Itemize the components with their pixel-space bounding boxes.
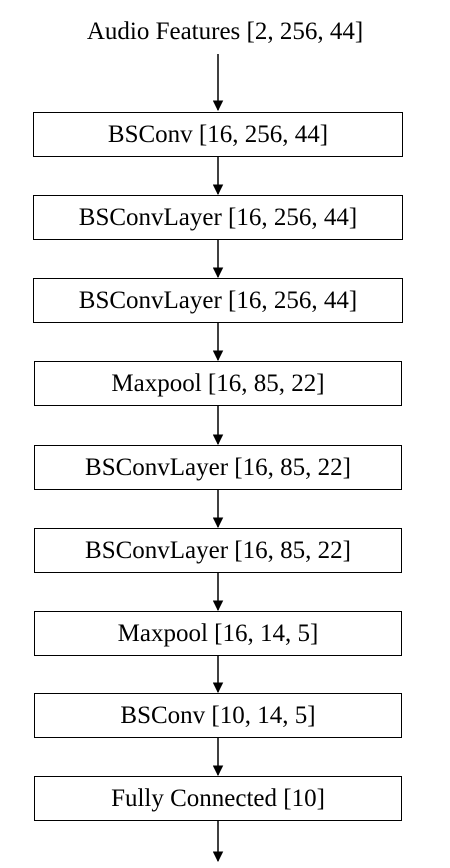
block-label: Maxpool [16, 85, 22] (111, 369, 325, 397)
block-label: BSConvLayer [16, 85, 22] (85, 453, 351, 481)
block-label: Fully Connected [10] (111, 784, 325, 812)
block-bsconvlayer-1: BSConvLayer [16, 256, 44] (33, 195, 403, 240)
block-bsconvlayer-4: BSConvLayer [16, 85, 22] (34, 528, 402, 573)
input-label: Audio Features [2, 256, 44] (86, 18, 364, 45)
block-bsconvlayer-3: BSConvLayer [16, 85, 22] (34, 445, 402, 490)
block-label: BSConvLayer [16, 256, 44] (78, 286, 358, 314)
block-bsconv-1: BSConv [16, 256, 44] (33, 112, 403, 157)
block-bsconvlayer-2: BSConvLayer [16, 256, 44] (33, 278, 403, 323)
block-label: BSConvLayer [16, 85, 22] (85, 536, 351, 564)
block-label: Maxpool [16, 14, 5] (117, 619, 319, 647)
block-label: BSConv [16, 256, 44] (107, 120, 329, 148)
block-label: BSConv [10, 14, 5] (120, 701, 316, 729)
block-bsconv-2: BSConv [10, 14, 5] (34, 693, 402, 738)
block-label: BSConvLayer [16, 256, 44] (78, 203, 358, 231)
block-fully-connected: Fully Connected [10] (34, 776, 402, 821)
block-maxpool-1: Maxpool [16, 85, 22] (34, 361, 402, 406)
block-maxpool-2: Maxpool [16, 14, 5] (34, 611, 402, 656)
